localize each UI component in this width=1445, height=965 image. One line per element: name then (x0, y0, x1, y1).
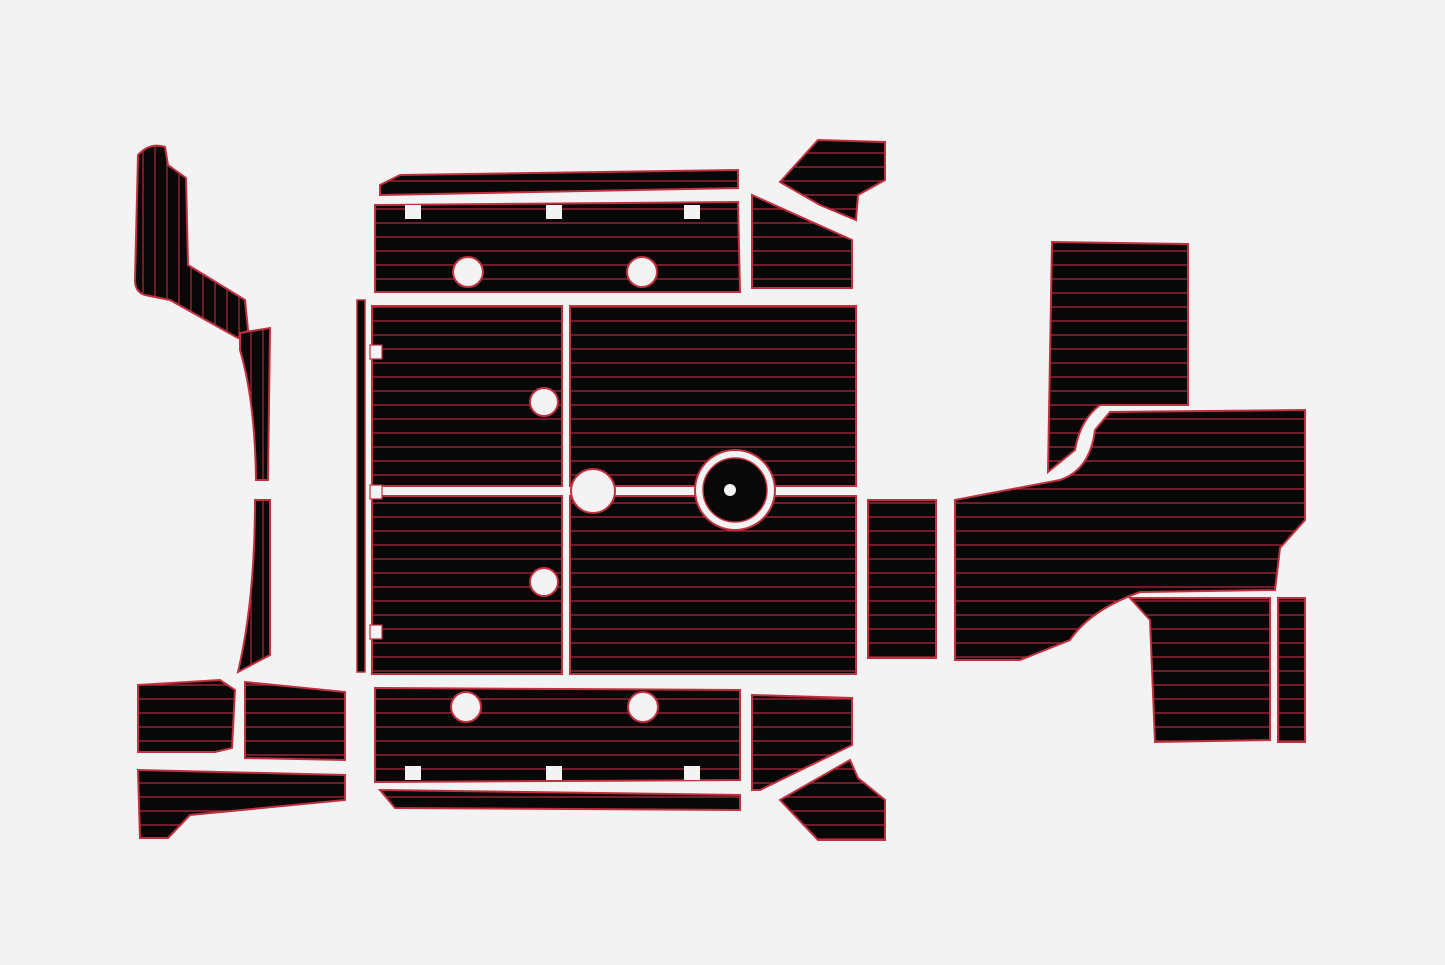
mat-panel-left-lower-block (137, 678, 237, 753)
mat-panel-left-lower-corner (244, 680, 346, 762)
notch-top-3 (684, 205, 700, 219)
right-pieces (954, 240, 1306, 744)
snap-cutout-center-mid (570, 468, 616, 514)
notch-bottom-2 (546, 766, 562, 780)
snap-tab-left-1 (369, 344, 383, 360)
mat-panel-right-lower-left (1127, 597, 1271, 744)
snap-cutout-center-2 (529, 567, 559, 597)
mat-panel-left-upper-strip (239, 326, 272, 481)
snap-cutout-center-1 (529, 387, 559, 417)
snap-cutout-bottom-1 (450, 691, 482, 723)
mat-panel-left-upper-rail (133, 144, 250, 340)
notch-top-2 (546, 205, 562, 219)
notch-bottom-1 (405, 766, 421, 780)
bottom-pieces (374, 686, 886, 841)
center-floor (369, 305, 857, 675)
top-pieces (374, 138, 886, 293)
snap-cutout-bottom-2 (627, 691, 659, 723)
drain-plug-hole (724, 484, 736, 496)
mat-panel-right-lower-right (1277, 597, 1306, 743)
snap-tab-left-3 (369, 624, 383, 640)
mat-panel-left-edge-strip (356, 299, 366, 673)
mat-panel-right-middle (954, 408, 1306, 661)
mat-panel-top-right-wedge (751, 193, 853, 289)
mat-panel-step-strip (867, 499, 937, 659)
notch-top-1 (405, 205, 421, 219)
mat-panel-right-upper (1046, 240, 1189, 475)
mat-panel-left-lower-strip (236, 499, 271, 674)
mat-panel-top-thin-strip (379, 168, 739, 197)
mat-panel-bottom-right-corner (778, 758, 886, 841)
snap-cutout-top-1 (452, 256, 484, 288)
snap-cutout-top-2 (626, 256, 658, 288)
snap-tab-left-2 (369, 484, 383, 500)
notch-bottom-3 (684, 766, 700, 780)
mat-panel-left-bottom-rail (136, 768, 346, 839)
mat-panel-bottom-right-wedge (751, 693, 853, 791)
left-side-pieces (133, 144, 346, 839)
mat-panel-bottom-thin-strip (377, 788, 741, 812)
mat-panel-top-right-corner (778, 138, 886, 222)
